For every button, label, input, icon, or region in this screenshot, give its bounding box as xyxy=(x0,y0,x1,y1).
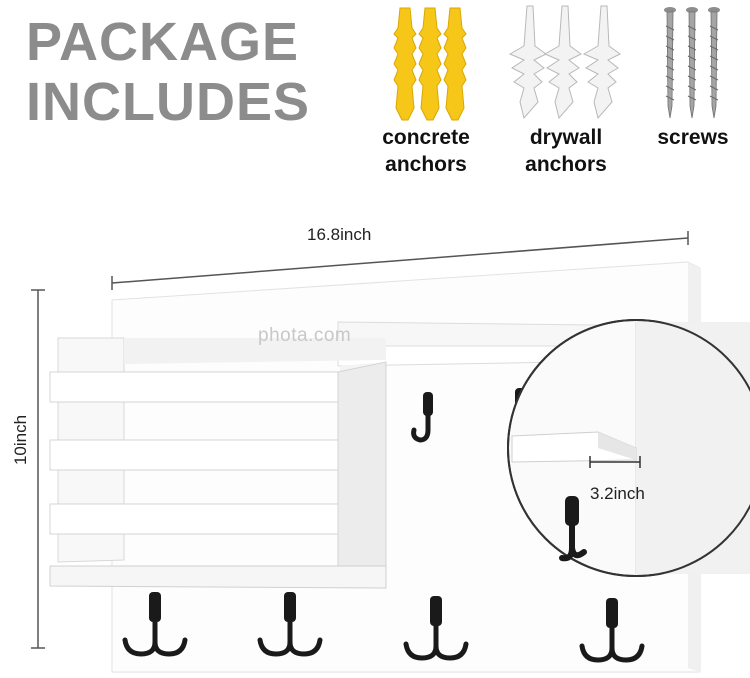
heading-line-1: PACKAGE xyxy=(26,12,300,72)
watermark: phota.com xyxy=(258,325,352,346)
mail-organizer xyxy=(49,337,387,589)
heading-line-2: INCLUDES xyxy=(26,72,311,132)
package-includes-heading: PACKAGE INCLUDES xyxy=(26,12,310,132)
height-dimension-label: 10inch xyxy=(11,414,31,466)
screw-icon xyxy=(664,7,720,119)
depth-dimension-label: 3.2inch xyxy=(590,484,645,503)
height-dimension-line xyxy=(31,289,45,649)
width-dimension-line xyxy=(111,231,689,290)
zoom-detail-circle xyxy=(507,319,750,577)
screws-label: screws xyxy=(657,126,729,149)
drywall-anchors-label: drywall anchors xyxy=(525,126,607,176)
drywall-anchor-icon xyxy=(508,5,621,120)
concrete-anchor-icon xyxy=(393,7,467,121)
concrete-anchors-label: concrete anchors xyxy=(382,126,470,176)
width-dimension-label: 16.8inch xyxy=(307,225,372,244)
